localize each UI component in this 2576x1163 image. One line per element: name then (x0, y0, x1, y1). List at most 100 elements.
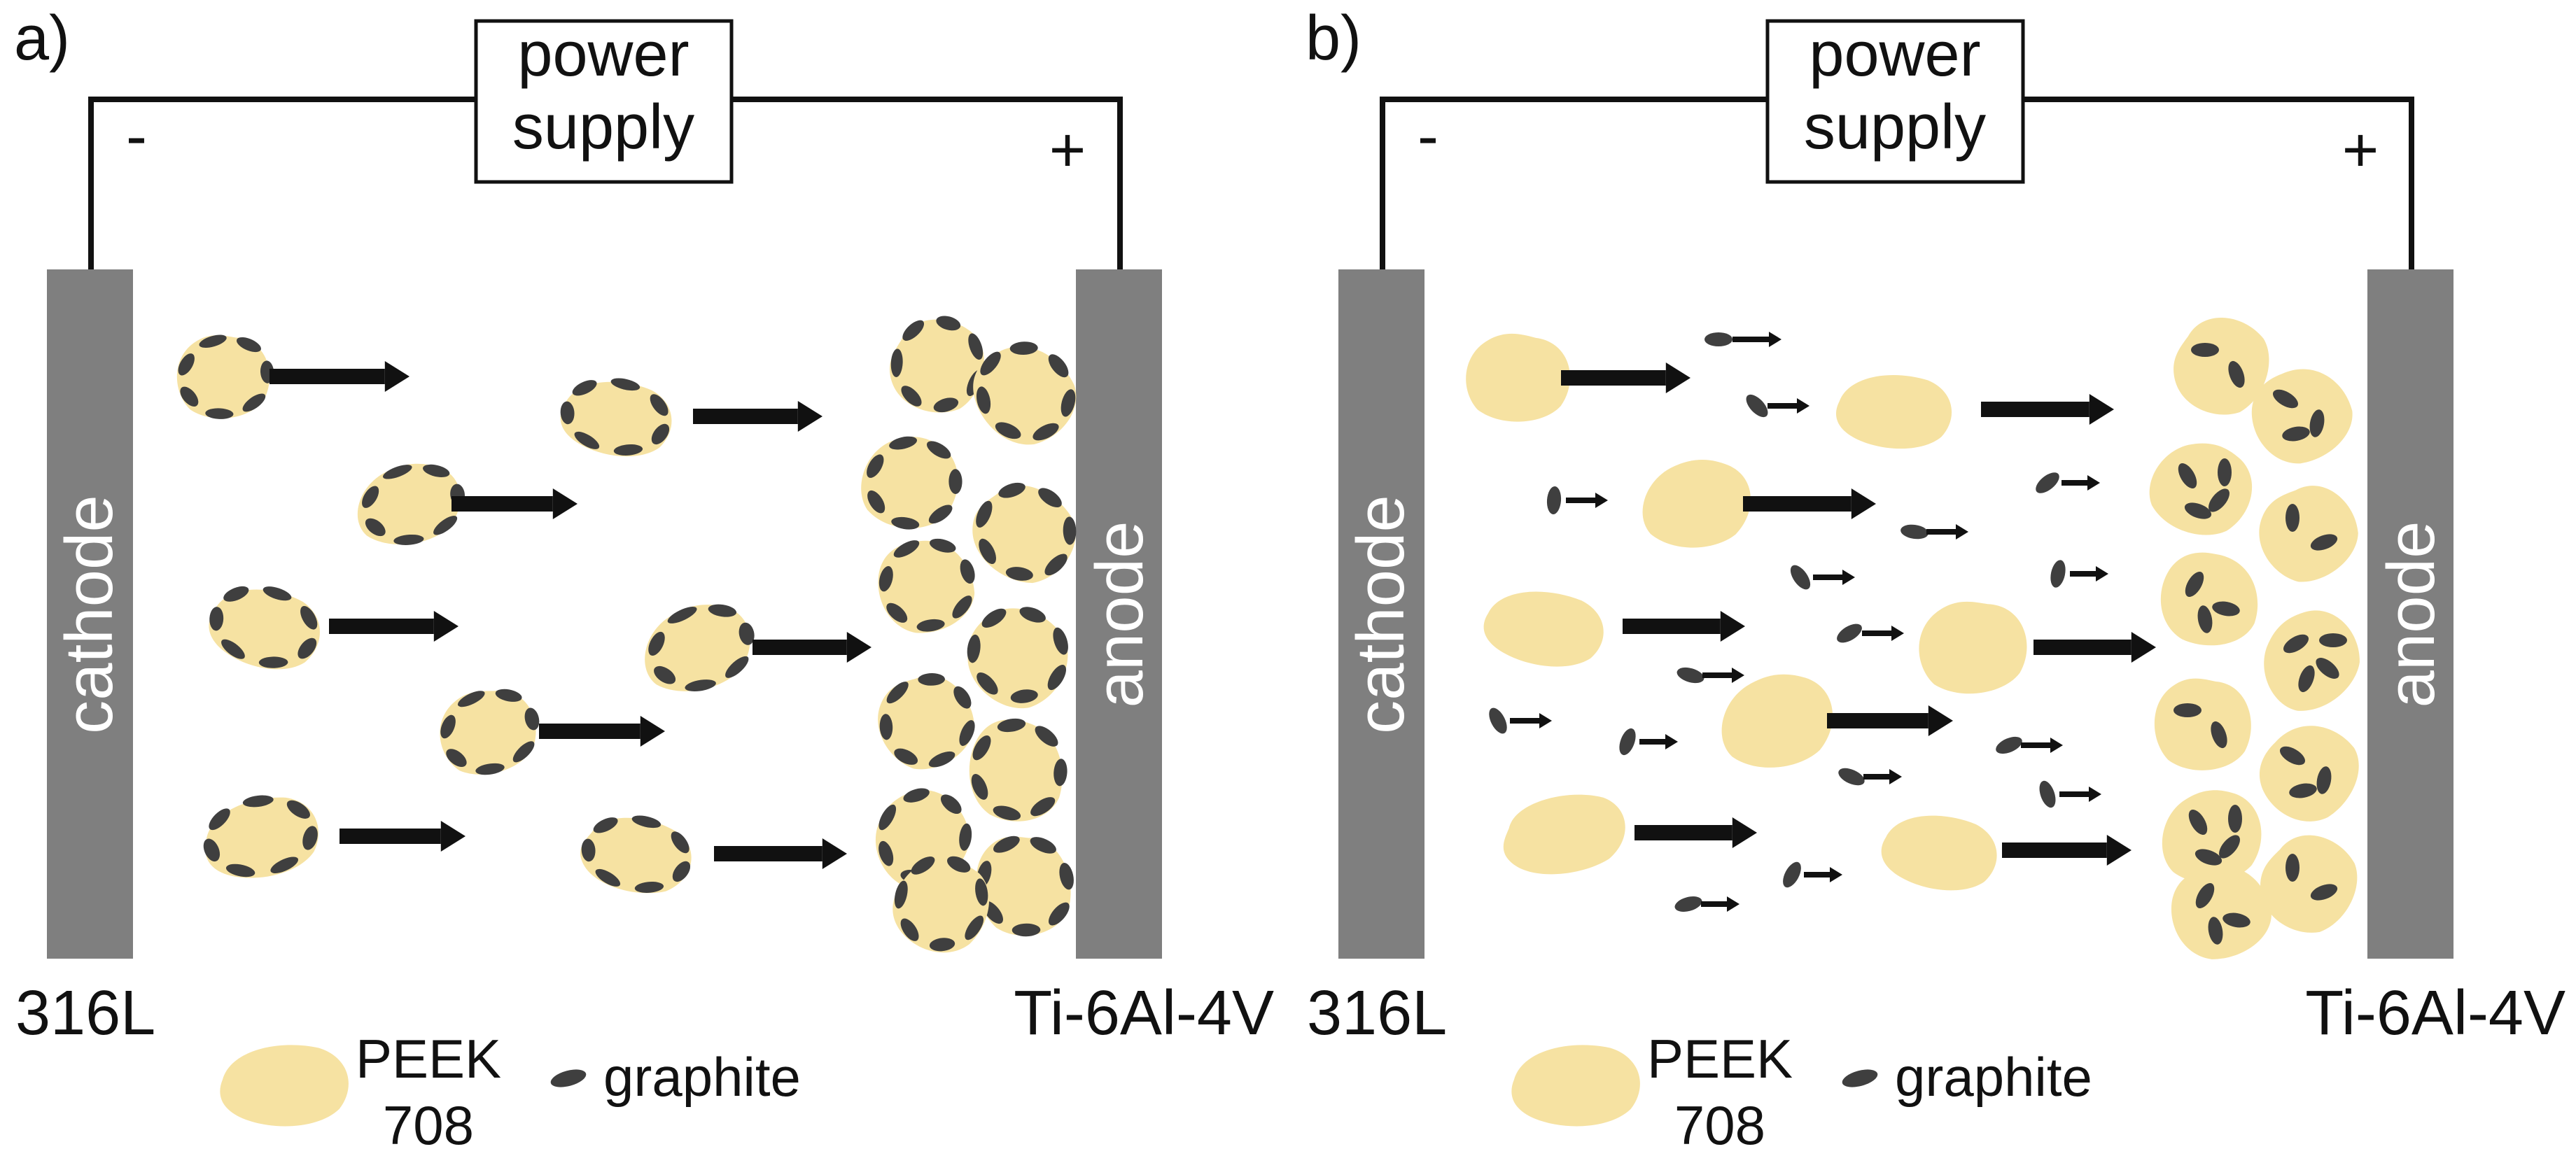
legend-peek-label: PEEK (1647, 1028, 1793, 1090)
legend-graphite-flake (1842, 1069, 1878, 1087)
peek-particle (575, 809, 697, 901)
graphite-flake (302, 826, 318, 850)
graphite-flake (572, 380, 597, 396)
migration-arrow (2033, 632, 2156, 663)
graphite-flake (650, 394, 668, 416)
migration-arrow (270, 361, 410, 392)
graphite-flake (2286, 504, 2300, 532)
peek-particle (428, 675, 548, 788)
graphite-flake (926, 441, 951, 459)
graphite-flake (886, 682, 909, 704)
migration-arrow (329, 611, 458, 642)
migration-arrow (451, 488, 578, 519)
graphite-flake (672, 861, 691, 882)
graphite-flake (205, 408, 234, 419)
legend-peek-label: 708 (383, 1094, 474, 1156)
graphite-flake (1048, 902, 1070, 926)
graphite-flake (993, 836, 1020, 853)
graphite-flake (1674, 896, 1702, 912)
migration-arrow (340, 821, 465, 852)
graphite-flake (286, 800, 310, 819)
graphite-flake (1838, 768, 1865, 786)
graphite-flake (993, 805, 1021, 821)
migration-arrow (1862, 626, 1904, 641)
graphite-flake (595, 868, 621, 887)
graphite-flake (2218, 458, 2232, 486)
graphite-flake (2286, 854, 2300, 882)
migration-arrow (2059, 787, 2101, 802)
graphite-flake (2310, 884, 2338, 901)
graphite-flake (1546, 486, 1562, 514)
circuit-wire (2023, 97, 2414, 269)
panel-label: b) (1306, 3, 1362, 73)
graphite-flake (2208, 488, 2230, 512)
peek-particle (955, 598, 1078, 719)
circuit-wire (732, 97, 1123, 269)
power-supply-box (1765, 19, 2025, 184)
graphite-flake (894, 748, 918, 765)
graphite-flake (708, 604, 737, 617)
migration-arrow (1623, 611, 1745, 642)
circuit-wire (1380, 97, 1768, 269)
graphite-flake (2039, 780, 2056, 808)
peek-particle (855, 432, 963, 534)
graphite-flake (911, 857, 935, 875)
migration-arrow (693, 401, 822, 432)
graphite-flake (574, 431, 600, 449)
graphite-flake (2279, 746, 2306, 766)
graphite-flake (1048, 354, 1069, 378)
graphite-flake (916, 619, 945, 632)
graphite-flake (2310, 534, 2338, 551)
peek-particle (956, 467, 1092, 600)
graphite-flake (894, 880, 908, 909)
graphite-flake (221, 639, 245, 659)
graphite-flake (981, 608, 1007, 628)
graphite-flake (900, 918, 919, 941)
migration-arrow (1926, 524, 1968, 540)
graphite-flake (953, 686, 972, 709)
panel-a: a) power supply - + cathode anode 316L T… (14, 3, 1274, 1156)
graphite-flake (446, 749, 467, 767)
peek-particle (201, 577, 328, 681)
graphite-flake (890, 348, 903, 377)
graphite-flake (203, 838, 220, 862)
peek-particle (860, 656, 991, 787)
graphite-flake (902, 320, 925, 341)
migration-arrow (714, 838, 847, 869)
graphite-flake (960, 559, 975, 584)
graphite-flake (1790, 565, 1811, 590)
migration-arrow (1732, 332, 1782, 347)
graphite-flake (946, 856, 971, 873)
graphite-flake (651, 423, 670, 445)
graphite-flake (512, 741, 535, 763)
legend: PEEK 708 graphite (1511, 1028, 2092, 1156)
negative-terminal-sign: - (1418, 101, 1438, 171)
graphite-flake (2222, 912, 2250, 928)
graphite-flake (929, 538, 956, 553)
graphite-flake (1038, 488, 1062, 508)
graphite-flake (209, 607, 224, 631)
migration-arrow (2021, 738, 2063, 753)
graphite-flake (1676, 667, 1704, 684)
graphite-flake (893, 540, 920, 558)
graphite-flake (199, 334, 227, 348)
graphite-flake (242, 393, 266, 412)
graphite-flake (967, 634, 981, 663)
peek-particle (955, 325, 1093, 463)
graphite-flake (2188, 809, 2208, 836)
graphite-flake (270, 857, 299, 873)
graphite-flake (952, 595, 972, 619)
graphite-flake (948, 469, 962, 495)
graphite-flake (968, 333, 983, 360)
graphite-flake (393, 534, 424, 545)
graphite-flake (225, 864, 255, 877)
graphite-flake (613, 444, 643, 456)
peek-particle (197, 790, 326, 887)
graphite-flake (1619, 728, 1636, 756)
graphite-flake (1005, 567, 1033, 581)
peek-particle (2244, 707, 2374, 838)
graphite-flake (2283, 634, 2309, 654)
peek-particle (555, 372, 678, 465)
particle-layer (170, 312, 1093, 966)
peek-particle (1462, 328, 1574, 427)
